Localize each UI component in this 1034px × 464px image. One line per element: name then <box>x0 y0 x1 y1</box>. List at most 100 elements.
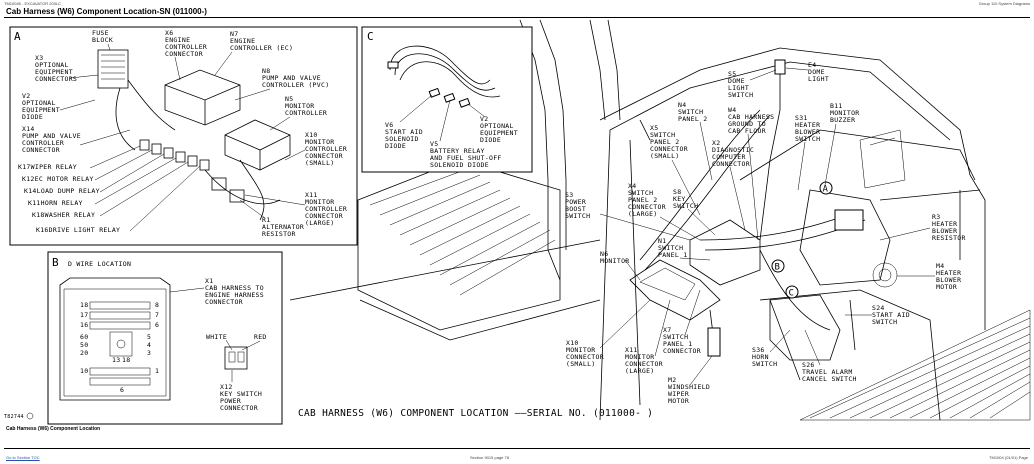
svg-text:7: 7 <box>155 311 159 319</box>
fuse-block-label-2: BLOCK <box>92 36 113 44</box>
svg-text:CANCEL SWITCH: CANCEL SWITCH <box>802 375 857 383</box>
wire-red-label: RED <box>254 333 267 341</box>
svg-text:CAB FLOOR: CAB FLOOR <box>728 127 766 135</box>
panel-a-letter: A <box>14 30 21 43</box>
svg-text:M4: M4 <box>936 262 944 270</box>
svg-text:CONNECTOR: CONNECTOR <box>220 404 258 412</box>
svg-text:1: 1 <box>155 367 159 375</box>
svg-text:X11: X11 <box>305 191 318 199</box>
svg-text:S3: S3 <box>565 191 573 199</box>
section-toc-link[interactable]: Go to Section TOC <box>6 455 40 460</box>
drawing-id-mark <box>26 412 34 420</box>
svg-text:ENGINE HARNESS: ENGINE HARNESS <box>205 291 264 299</box>
svg-text:DIAGNOSTIC: DIAGNOSTIC <box>712 146 754 154</box>
svg-text:K11HORN RELAY: K11HORN RELAY <box>28 199 83 207</box>
svg-text:OPTIONAL: OPTIONAL <box>22 99 56 107</box>
svg-text:K16DRIVE LIGHT RELAY: K16DRIVE LIGHT RELAY <box>36 226 120 234</box>
svg-text:CAB HARNESS TO: CAB HARNESS TO <box>205 284 264 292</box>
callout-b: B <box>771 259 785 273</box>
svg-text:N6: N6 <box>600 250 608 258</box>
svg-text:CONTROLLER: CONTROLLER <box>285 109 327 117</box>
svg-text:EQUIPMENT: EQUIPMENT <box>35 68 73 76</box>
svg-text:HEATER: HEATER <box>795 121 820 129</box>
svg-text:LIGHT: LIGHT <box>808 75 829 83</box>
svg-text:CONTROLLER: CONTROLLER <box>165 43 207 51</box>
svg-text:BUZZER: BUZZER <box>830 116 855 124</box>
svg-text:N5: N5 <box>285 95 293 103</box>
svg-text:CONTROLLER: CONTROLLER <box>22 139 64 147</box>
svg-text:S31: S31 <box>795 114 808 122</box>
svg-text:SWITCH: SWITCH <box>872 318 897 326</box>
svg-text:MOTOR: MOTOR <box>668 397 689 405</box>
svg-text:WIPER: WIPER <box>668 390 689 398</box>
svg-text:SWITCH: SWITCH <box>752 360 777 368</box>
page-title: Cab Harness (W6) Component Location-SN (… <box>6 7 207 16</box>
svg-text:PANEL 2: PANEL 2 <box>628 196 658 204</box>
svg-text:16: 16 <box>80 321 88 329</box>
cab-leader-lines <box>599 67 935 386</box>
svg-text:3: 3 <box>147 349 151 357</box>
svg-text:HORN: HORN <box>752 353 769 361</box>
svg-text:60: 60 <box>80 333 88 341</box>
svg-text:K14LOAD DUMP RELAY: K14LOAD DUMP RELAY <box>24 187 100 195</box>
svg-text:CONNECTOR: CONNECTOR <box>566 353 604 361</box>
svg-text:CONNECTOR: CONNECTOR <box>205 298 243 306</box>
svg-text:PANEL 1: PANEL 1 <box>663 340 693 348</box>
svg-text:ENGINE: ENGINE <box>230 37 255 45</box>
svg-text:8: 8 <box>155 301 159 309</box>
svg-text:MONITOR: MONITOR <box>305 198 335 206</box>
svg-text:MONITOR: MONITOR <box>625 353 655 361</box>
svg-text:B: B <box>775 263 780 273</box>
svg-text:WINDSHIELD: WINDSHIELD <box>668 383 710 391</box>
svg-text:4: 4 <box>147 341 151 349</box>
svg-text:CONTROLLER (PVC): CONTROLLER (PVC) <box>262 81 329 89</box>
svg-text:CONNECTORS: CONNECTORS <box>35 75 77 83</box>
svg-text:R1: R1 <box>262 216 270 224</box>
svg-text:OPTIONAL: OPTIONAL <box>35 61 69 69</box>
svg-text:X6: X6 <box>165 29 173 37</box>
svg-text:SWITCH: SWITCH <box>658 244 683 252</box>
svg-text:CONNECTOR: CONNECTOR <box>165 50 203 58</box>
svg-text:(SMALL): (SMALL) <box>305 159 335 167</box>
svg-text:ENGINE: ENGINE <box>165 36 190 44</box>
svg-text:CONNECTOR: CONNECTOR <box>663 347 701 355</box>
cab-line-art <box>289 19 1031 421</box>
svg-text:DIODE: DIODE <box>480 136 501 144</box>
doc-header-right: Group 110 System Diagrams <box>978 1 1030 6</box>
panel-c: C V6 START AID SOLENOID DIODE V2 OPTIONA… <box>361 26 533 173</box>
footer-rule <box>4 448 1030 449</box>
section-page-number: Section 9015 page 78 <box>470 455 509 460</box>
svg-text:POWER: POWER <box>565 198 586 206</box>
svg-text:M2: M2 <box>668 376 676 384</box>
svg-text:HEATER: HEATER <box>936 269 961 277</box>
svg-text:EQUIPMENT: EQUIPMENT <box>480 129 518 137</box>
svg-text:COMPUTER: COMPUTER <box>712 153 746 161</box>
svg-text:BATTERY RELAY: BATTERY RELAY <box>430 147 485 155</box>
svg-text:AND FUEL SHUT-OFF: AND FUEL SHUT-OFF <box>430 154 502 162</box>
svg-text:SWITCH: SWITCH <box>678 108 703 116</box>
svg-text:SWITCH: SWITCH <box>673 202 698 210</box>
svg-text:HEATER: HEATER <box>932 220 957 228</box>
svg-text:CONNECTOR: CONNECTOR <box>712 160 750 168</box>
svg-text:(LARGE): (LARGE) <box>625 367 655 375</box>
svg-text:(LARGE): (LARGE) <box>628 210 658 218</box>
svg-text:TRAVEL ALARM: TRAVEL ALARM <box>802 368 853 376</box>
svg-text:SWITCH: SWITCH <box>728 91 753 99</box>
svg-text:RESISTOR: RESISTOR <box>932 234 966 242</box>
svg-text:X5: X5 <box>650 124 658 132</box>
figure-caption: Cab Harness (W6) Component Location <box>6 426 101 432</box>
svg-text:50: 50 <box>80 341 88 349</box>
svg-text:S26: S26 <box>802 361 815 369</box>
svg-text:(LARGE): (LARGE) <box>305 219 335 227</box>
svg-text:SWITCH: SWITCH <box>663 333 688 341</box>
svg-text:MONITOR: MONITOR <box>285 102 315 110</box>
svg-text:SOLENOID: SOLENOID <box>385 135 419 143</box>
svg-text:CONTROLLER: CONTROLLER <box>305 205 347 213</box>
svg-text:DIODE: DIODE <box>385 142 406 150</box>
svg-text:CONNECTOR: CONNECTOR <box>22 146 60 154</box>
svg-text:CONNECTOR: CONNECTOR <box>650 145 688 153</box>
cab-labels: S5 DOME LIGHT SWITCH E4 DOME LIGHT N4 SW… <box>565 61 966 405</box>
svg-text:SWITCH: SWITCH <box>628 189 653 197</box>
svg-text:X11: X11 <box>625 346 638 354</box>
